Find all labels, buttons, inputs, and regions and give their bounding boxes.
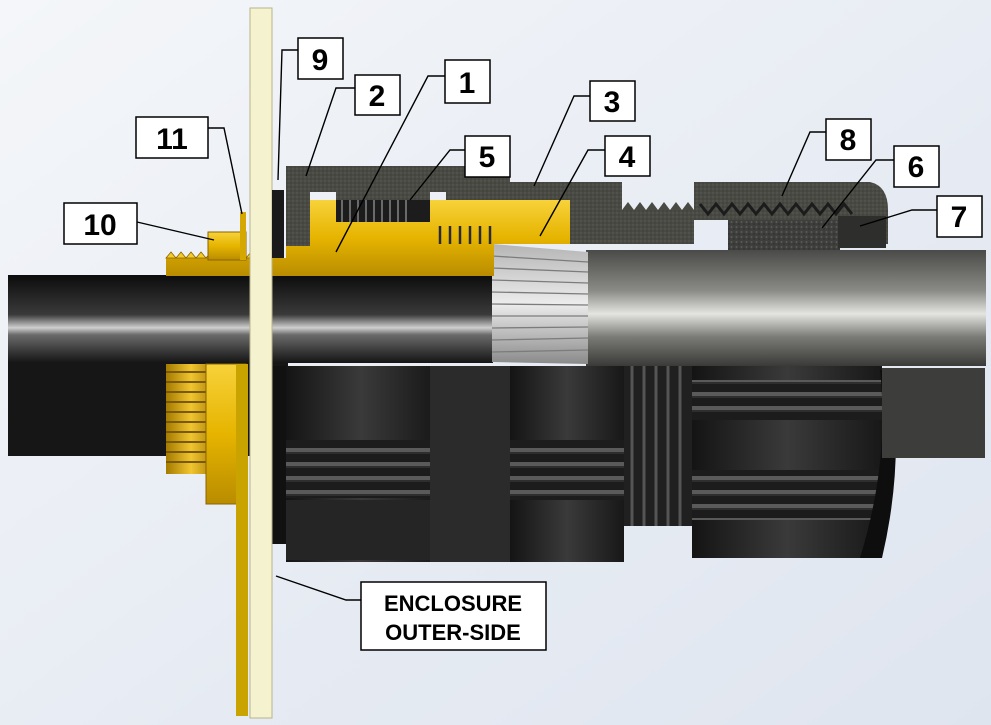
entry-component-section <box>166 200 570 276</box>
callout-label-2: 2 <box>369 80 386 113</box>
seal-section <box>728 220 840 250</box>
enclosure-label-leader <box>275 575 361 601</box>
callout-label-10: 10 <box>83 209 116 242</box>
callout-box-8 <box>825 118 872 161</box>
callout-leader-6 <box>821 159 894 229</box>
cross-section <box>8 7 986 719</box>
callout-label-8: 8 <box>840 124 857 157</box>
callout-leader-3 <box>533 95 590 187</box>
seal-tip-section <box>838 216 886 248</box>
callout-leader-7 <box>859 209 937 227</box>
callout-label-11: 11 <box>156 123 188 156</box>
external-view <box>8 358 985 716</box>
callout-label-4: 4 <box>619 141 636 174</box>
sealing-washer <box>272 190 284 258</box>
callout-box-1 <box>444 59 491 104</box>
callout-label-7: 7 <box>951 201 968 234</box>
body-section <box>286 166 446 246</box>
callout-box-6 <box>893 145 940 188</box>
callout-leader-11 <box>208 127 243 215</box>
callout-leader-10 <box>136 221 215 241</box>
enclosure-label-box <box>360 581 547 651</box>
callout-label-1: 1 <box>459 67 476 100</box>
callout-leader-2 <box>305 87 355 177</box>
callout-box-4 <box>604 135 651 177</box>
callout-box-7 <box>936 195 983 238</box>
callout-leader-4 <box>539 149 605 237</box>
callout-box-3 <box>589 80 636 122</box>
callout-leader-8 <box>781 131 826 197</box>
outer-cable-sheath <box>586 250 986 366</box>
callout-leader-9 <box>277 49 298 181</box>
enclosure-label-line2: OUTER-SIDE <box>385 620 521 645</box>
callout-box-10 <box>63 202 138 245</box>
callout-box-2 <box>354 74 401 116</box>
callout-box-11 <box>135 116 209 159</box>
callout-leader-5 <box>409 149 465 201</box>
callout-label-6: 6 <box>908 151 925 184</box>
callout-label-9: 9 <box>312 44 329 77</box>
enclosure-label-line1: ENCLOSURE <box>384 591 522 616</box>
callout-label-5: 5 <box>479 141 496 174</box>
callout-leader-1 <box>335 75 445 253</box>
callouts: 9 2 1 11 5 3 4 8 6 7 <box>63 37 983 651</box>
middle-nut-section <box>446 166 622 244</box>
callout-box-5 <box>464 135 511 178</box>
callout-box-9 <box>297 37 344 80</box>
callout-label-3: 3 <box>604 86 621 119</box>
enclosure-wall <box>249 7 273 719</box>
cap-nut-section <box>694 182 888 244</box>
